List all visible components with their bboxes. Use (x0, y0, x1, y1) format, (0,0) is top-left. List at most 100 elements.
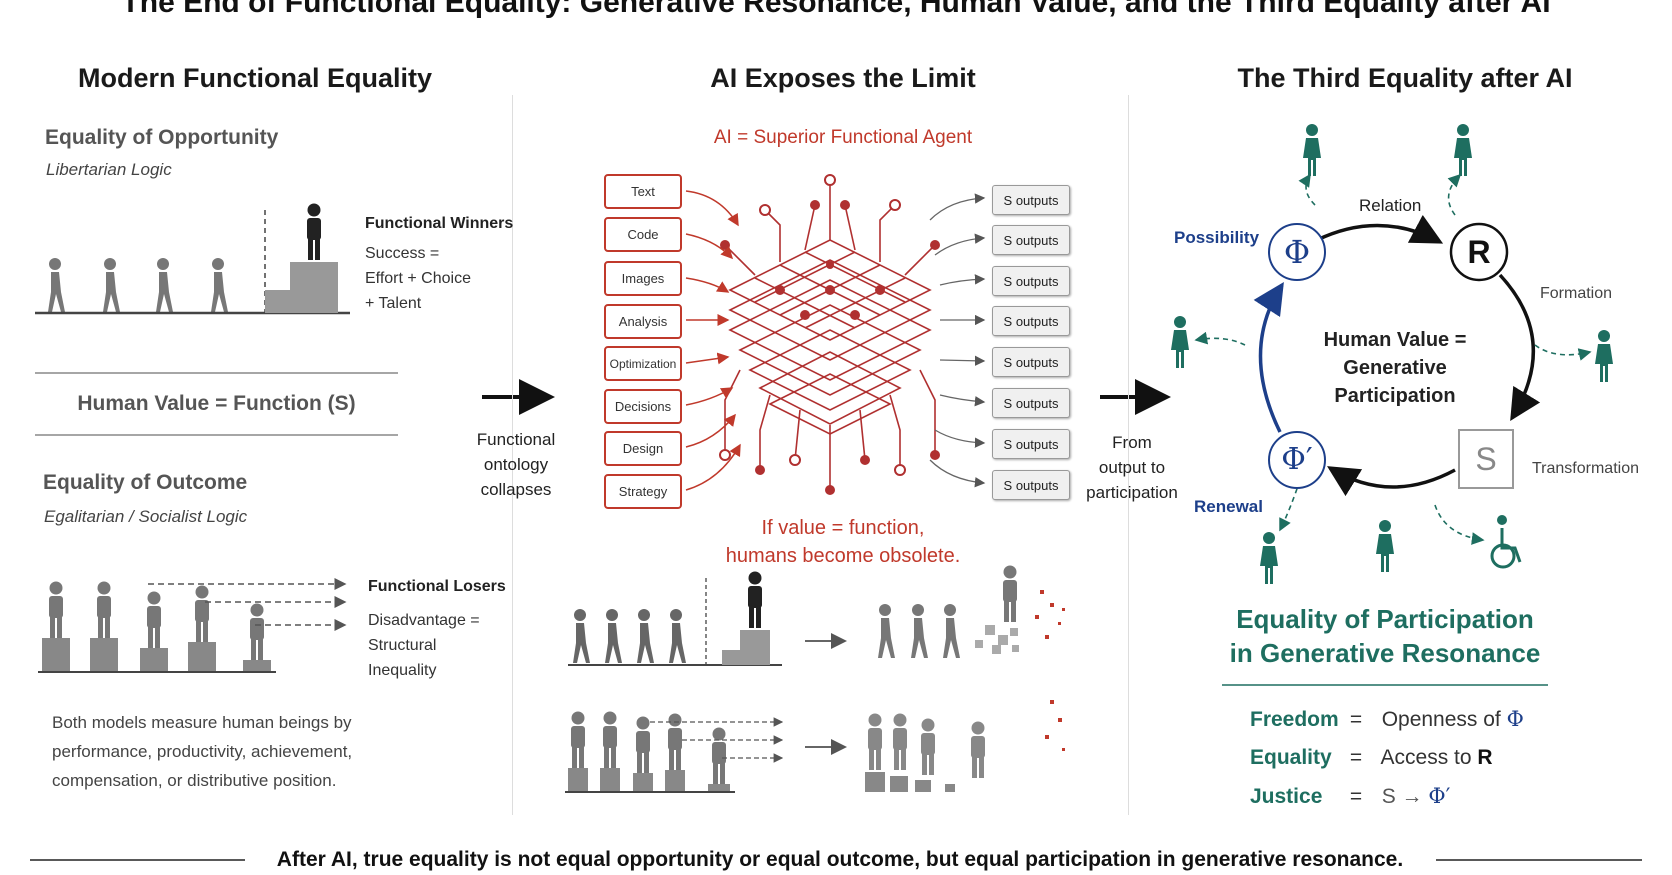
mini-fading-scene-2 (865, 713, 985, 792)
center-line-1: Human Value = (1323, 329, 1467, 351)
relation-label: Relation (1359, 196, 1422, 215)
node-phi-circle (1268, 223, 1326, 281)
bridge-left-line-2: ontology (483, 455, 549, 474)
formation-label: Formation (1540, 285, 1613, 302)
def-equality: Access to (1380, 746, 1472, 769)
page-title: The End of Functional Equality: Generati… (121, 0, 1551, 19)
ai-network-nodes (719, 174, 940, 495)
mini-fading-scene-1 (878, 565, 1017, 658)
sym-justice: Φ′ (1428, 784, 1451, 808)
output-box-1: S outputs (992, 185, 1070, 215)
wheelchair-icon (1490, 515, 1522, 569)
bridge-right-line-1: From (1112, 433, 1152, 452)
divider-right (1128, 95, 1129, 815)
output-box-3: S outputs (992, 266, 1070, 296)
node-s-square (1458, 429, 1514, 489)
bridge-right-line-2: output to (1098, 458, 1166, 477)
definition-justice: Justice = S → Φ′ (1250, 777, 1524, 816)
outcome-subtitle: Egalitarian / Socialist Logic (44, 507, 248, 526)
output-box-6: S outputs (992, 388, 1070, 418)
input-box-strategy: Strategy (604, 474, 682, 509)
losers-label: Functional Losers (368, 578, 506, 595)
bridge-right-line-3: participation (1086, 483, 1178, 502)
sym-freedom: Φ (1506, 707, 1524, 731)
success-line-3: + Talent (365, 295, 422, 312)
term-freedom: Freedom (1250, 708, 1339, 731)
output-box-2: S outputs (992, 225, 1070, 255)
divider-left (512, 95, 513, 815)
warning-line-1: If value = function, (761, 517, 925, 539)
winner-figure (307, 203, 321, 260)
input-box-decisions: Decisions (604, 389, 682, 424)
input-box-optimization: Optimization (604, 346, 682, 381)
winner-podium (265, 262, 338, 313)
def-justice: S → (1381, 785, 1423, 808)
walkers-opportunity (48, 258, 228, 312)
output-box-5: S outputs (992, 347, 1070, 377)
equality-line-2: in Generative Resonance (1229, 638, 1541, 668)
node-phi-prime-circle (1268, 431, 1326, 489)
s-symbol: S (1475, 441, 1497, 477)
center-line-3: Participation (1334, 385, 1456, 407)
teal-dashed-arrows (1194, 173, 1592, 545)
input-box-code: Code (604, 217, 682, 252)
eq-equality: = (1349, 746, 1363, 769)
r-symbol: R (1467, 234, 1491, 270)
outcome-podiums (42, 638, 271, 672)
output-box-7: S outputs (992, 429, 1070, 459)
definitions-list: Freedom = Openness of Φ Equality = Acces… (1250, 700, 1524, 816)
transformation-label: Transformation (1532, 460, 1639, 477)
success-line-2: Effort + Choice (365, 270, 471, 287)
footer-statement: After AI, true equality is not equal opp… (276, 848, 1404, 871)
bridge-left-text: Functional ontology collapses (466, 427, 566, 502)
output-box-4: S outputs (992, 306, 1070, 336)
human-value-function: Human Value = Function (S) (77, 392, 356, 415)
outcome-title: Equality of Outcome (43, 471, 248, 494)
phi-prime-symbol: Φ′ (1281, 442, 1313, 477)
center-line-2: Generative (1343, 357, 1447, 379)
ai-network-graphic (724, 180, 936, 490)
input-arrows (685, 190, 741, 491)
bridge-left-line-1: Functional (476, 430, 556, 449)
bridge-right-text: From output to participation (1077, 430, 1187, 505)
warning-line-2: humans become obsolete. (725, 545, 961, 567)
term-equality: Equality (1250, 746, 1332, 769)
obsolete-warning: If value = function, humans become obsol… (643, 514, 1043, 570)
center-human-value: Human Value = Generative Participation (1305, 326, 1485, 410)
disadvantage-line-3: Inequality (368, 662, 437, 679)
def-freedom: Openness of (1381, 708, 1501, 731)
node-r-circle (1449, 222, 1509, 282)
opportunity-title: Equality of Opportunity (45, 126, 279, 149)
equality-of-participation: Equality of Participation in Generative … (1185, 602, 1585, 670)
input-box-text: Text (604, 174, 682, 209)
middle-heading: AI Exposes the Limit (710, 63, 976, 93)
input-box-design: Design (604, 431, 682, 466)
mini-opportunity-scene (573, 609, 686, 663)
possibility-label: Possibility (1174, 228, 1260, 247)
mini-outcome-scene (568, 768, 730, 792)
winners-label: Functional Winners (365, 215, 514, 232)
input-box-images: Images (604, 261, 682, 296)
renewal-label: Renewal (1194, 497, 1263, 516)
eq-justice: = (1349, 785, 1363, 808)
equality-line-1: Equality of Participation (1236, 604, 1534, 634)
sym-equality: R (1477, 746, 1493, 769)
input-box-analysis: Analysis (604, 304, 682, 339)
output-box-8: S outputs (992, 470, 1070, 500)
disadvantage-line-1: Disadvantage = (368, 612, 480, 629)
eq-freedom: = (1349, 708, 1363, 731)
success-line-1: Success = (365, 245, 440, 262)
output-arrows (929, 193, 986, 488)
left-heading: Modern Functional Equality (77, 63, 432, 93)
phi-symbol: Φ (1283, 233, 1311, 271)
summary-line-3: compensation, or distributive position. (52, 771, 337, 790)
term-justice: Justice (1250, 785, 1323, 808)
ai-agent-label: AI = Superior Functional Agent (713, 127, 973, 148)
summary-line-2: performance, productivity, achievement, (52, 742, 353, 761)
definition-freedom: Freedom = Openness of Φ (1250, 700, 1524, 739)
right-heading: The Third Equality after AI (1237, 63, 1573, 93)
bridge-left-line-3: collapses (480, 480, 552, 499)
definition-equality: Equality = Access to R (1250, 739, 1524, 777)
resonance-cycle-arrows (1253, 214, 1541, 497)
